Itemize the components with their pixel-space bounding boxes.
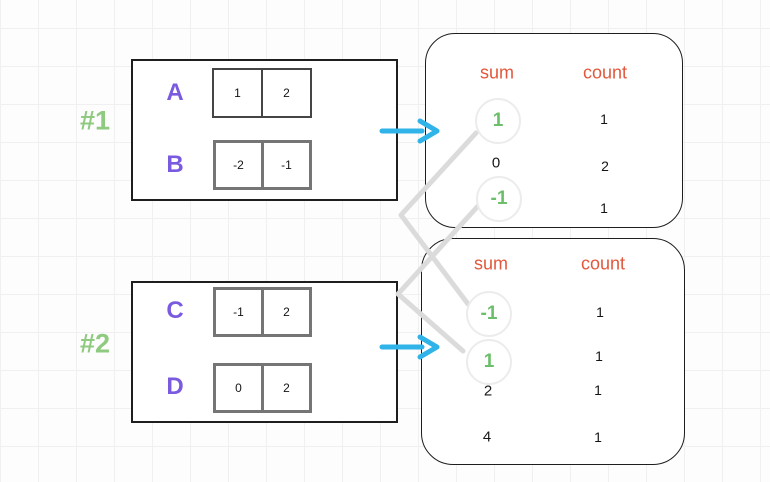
highlight-circle <box>476 176 522 222</box>
example-1-count-row-1: 2 <box>601 158 609 174</box>
array-d-cell-0: 0 <box>213 363 264 413</box>
example-1-count-row-0: 1 <box>600 111 608 127</box>
highlight-circle <box>466 339 512 385</box>
array-a-cells: 1 2 <box>212 68 312 118</box>
array-c-cell-1: 2 <box>261 287 312 337</box>
example-2-result-box <box>421 238 685 465</box>
array-c-cells: -1 2 <box>213 287 312 337</box>
example-2-label: #2 <box>79 328 111 359</box>
example-1-sum-header: sum <box>479 62 515 83</box>
example-1-count-header: count <box>582 62 628 83</box>
array-a-cell-1: 2 <box>261 68 312 118</box>
example-2-sum-row-1: 1 <box>483 351 495 372</box>
example-2-sum-row-3: 4 <box>482 428 492 446</box>
example-2-count-row-0: 1 <box>596 304 604 320</box>
example-2-sum-row-0: -1 <box>480 303 498 324</box>
array-a-cell-0: 1 <box>212 68 263 118</box>
array-c-label: C <box>166 297 184 324</box>
example-2-count-row-1: 1 <box>595 348 603 364</box>
array-c-cell-0: -1 <box>213 287 264 337</box>
example-2-sum-row-2: 2 <box>483 382 493 400</box>
example-1-sum-row-2: -1 <box>490 188 508 209</box>
array-b-cell-1: -1 <box>261 140 312 190</box>
array-b-label: B <box>166 151 184 178</box>
example-1-sum-row-1: 0 <box>491 154 501 172</box>
example-2-count-row-3: 1 <box>594 429 602 445</box>
array-b-cell-0: -2 <box>213 140 264 190</box>
example-1-result-box <box>425 33 683 228</box>
array-a-label: A <box>166 79 184 106</box>
array-d-cell-1: 2 <box>261 363 312 413</box>
array-d-cells: 0 2 <box>213 363 312 413</box>
example-1-label: #1 <box>79 105 111 136</box>
example-2-count-header: count <box>580 253 626 274</box>
example-1-count-row-2: 1 <box>600 200 608 216</box>
highlight-circle <box>475 98 521 144</box>
example-2-sum-header: sum <box>473 253 509 274</box>
array-d-label: D <box>166 373 184 400</box>
array-b-cells: -2 -1 <box>213 140 312 190</box>
example-2-count-row-2: 1 <box>594 382 602 398</box>
example-1-sum-row-0: 1 <box>492 110 504 131</box>
